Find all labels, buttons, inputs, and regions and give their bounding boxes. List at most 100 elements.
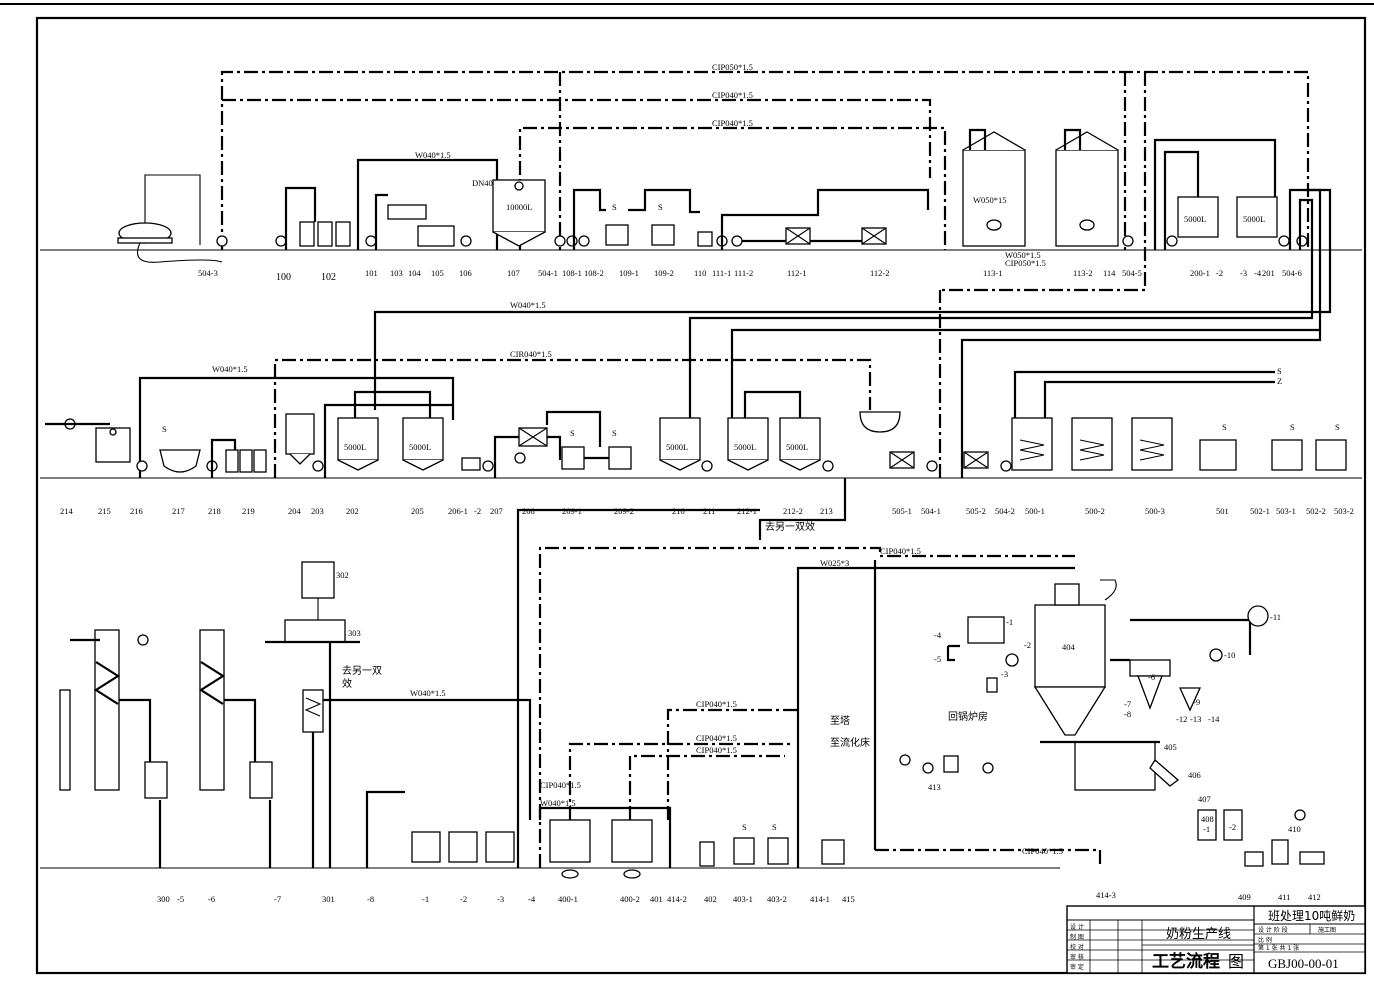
cip040-d-line (666, 708, 800, 820)
heat-exchangers-505 (889, 451, 1012, 472)
svg-text:5000L: 5000L (344, 442, 366, 452)
pump-213 (822, 460, 834, 472)
callout-8: -8 (1124, 709, 1131, 719)
separators-109: S S (572, 188, 700, 250)
svg-text:10000L: 10000L (506, 202, 532, 212)
title-role-draft: 制 图 (1070, 933, 1084, 941)
stage1-tags: 504-3 100 102 101 103 104 105 106 107 50… (198, 268, 1302, 283)
silos-113: W050*15 W050*1.5 CIP050*1.5 (962, 128, 1119, 268)
svg-text:5000L: 5000L (666, 442, 688, 452)
pipe-label-cir040: CIR040*1.5 (510, 349, 552, 359)
svg-text:402: 402 (704, 894, 717, 904)
pipe-label-cip040-d: CIP040*1.5 (696, 699, 737, 709)
pipe-label-cip040a: CIP040*1.5 (712, 90, 753, 100)
svg-text:109-2: 109-2 (654, 268, 674, 278)
separators-209: S S (545, 410, 632, 470)
pipe-label-w040-mid: W040*1.5 (510, 300, 546, 310)
stage2-w040-mid (373, 188, 1332, 410)
svg-text:500-3: 500-3 (1145, 506, 1165, 516)
svg-text:212-2: 212-2 (783, 506, 803, 516)
stage3-cip-bottom (875, 848, 1102, 868)
svg-text:501: 501 (1216, 506, 1229, 516)
fluid-bed-405 (1040, 740, 1160, 791)
svg-text:401: 401 (650, 894, 663, 904)
svg-text:203: 203 (311, 506, 324, 516)
svg-text:215: 215 (98, 506, 111, 516)
tanks-400 (538, 806, 672, 879)
callout-408b: -1 (1203, 824, 1210, 834)
title-sheet: 第 1 张 共 1 张 (1258, 944, 1299, 952)
svg-text:114: 114 (1103, 268, 1116, 278)
svg-text:300: 300 (157, 894, 170, 904)
svg-text:415: 415 (842, 894, 855, 904)
svg-text:104: 104 (408, 268, 422, 278)
svg-text:5000L: 5000L (1243, 214, 1265, 224)
cip050-header (220, 70, 1310, 250)
pipe-label-cip040-c: CIP040*1.5 (880, 546, 921, 556)
filters-102 (284, 186, 351, 250)
svg-text:112-1: 112-1 (787, 268, 807, 278)
svg-text:S: S (1222, 422, 1227, 432)
pump-100 (275, 235, 287, 247)
svg-text:113-1: 113-1 (983, 268, 1003, 278)
title-line-name: 奶粉生产线 (1166, 927, 1231, 942)
pipe-label-w040-left: W040*1.5 (212, 364, 248, 374)
svg-text:S: S (1335, 422, 1340, 432)
svg-text:Z: Z (1277, 376, 1282, 386)
condenser-303 (265, 619, 360, 644)
svg-text:S: S (570, 428, 575, 438)
svg-text:102: 102 (321, 272, 336, 283)
svg-text:5000L: 5000L (409, 442, 431, 452)
cip040-e-line (568, 742, 790, 820)
callout-12: -12 (1176, 714, 1187, 724)
title-role-design: 设 计 (1070, 923, 1084, 931)
svg-text:S: S (612, 202, 617, 212)
pump-101 (365, 235, 377, 247)
svg-text:213: 213 (820, 506, 833, 516)
svg-text:403-1: 403-1 (733, 894, 753, 904)
svg-text:-1: -1 (422, 894, 429, 904)
pump-504-5 (1122, 235, 1134, 247)
cip-distributor (859, 411, 901, 433)
svg-text:214: 214 (60, 506, 74, 516)
cyclones (1110, 618, 1252, 712)
valve-214 (45, 418, 110, 430)
svg-text:-3: -3 (497, 894, 504, 904)
svg-text:S: S (658, 202, 663, 212)
svg-text:107: 107 (507, 268, 520, 278)
svg-text:111-1: 111-1 (712, 268, 731, 278)
svg-text:S: S (1290, 422, 1295, 432)
svg-text:504-1: 504-1 (538, 268, 558, 278)
svg-text:201: 201 (1262, 268, 1275, 278)
svg-text:218: 218 (208, 506, 221, 516)
stage3-cip-c (538, 546, 1075, 868)
unit-110-111 (697, 231, 743, 247)
svg-text:-4: -4 (528, 894, 536, 904)
svg-text:S: S (162, 424, 167, 434)
pipe-label-cip050: CIP050*1.5 (712, 62, 753, 72)
svg-text:502-2: 502-2 (1306, 506, 1326, 516)
svg-text:108-2: 108-2 (584, 268, 604, 278)
svg-text:414-1: 414-1 (810, 894, 830, 904)
title-stage-value: 施工图 (1318, 926, 1336, 934)
cip-413 (899, 754, 994, 774)
tanks-200: 5000L 5000L (1153, 138, 1308, 250)
tanks-300-row (365, 790, 515, 868)
svg-text:503-1: 503-1 (1276, 506, 1296, 516)
cip-tanks-500: S Z (1011, 366, 1282, 471)
pump-211 (701, 460, 713, 472)
packing-410-412 (1244, 809, 1325, 867)
callout-302: 302 (336, 570, 349, 580)
callout-405: 405 (1164, 742, 1177, 752)
boiler-room-note: 回锅炉房 (948, 710, 988, 723)
callout-303: 303 (348, 628, 361, 638)
title-project: 班处理10吨鲜奶 (1268, 909, 1355, 923)
callout-p1: -1 (1006, 617, 1013, 627)
callout-404: 404 (1062, 642, 1076, 652)
svg-text:301: 301 (322, 894, 335, 904)
svg-text:109-1: 109-1 (619, 268, 639, 278)
pump-203 (312, 460, 324, 472)
svg-text:505-2: 505-2 (966, 506, 986, 516)
to-evap2b-note: 效 (342, 677, 352, 690)
svg-text:-7: -7 (274, 894, 281, 904)
